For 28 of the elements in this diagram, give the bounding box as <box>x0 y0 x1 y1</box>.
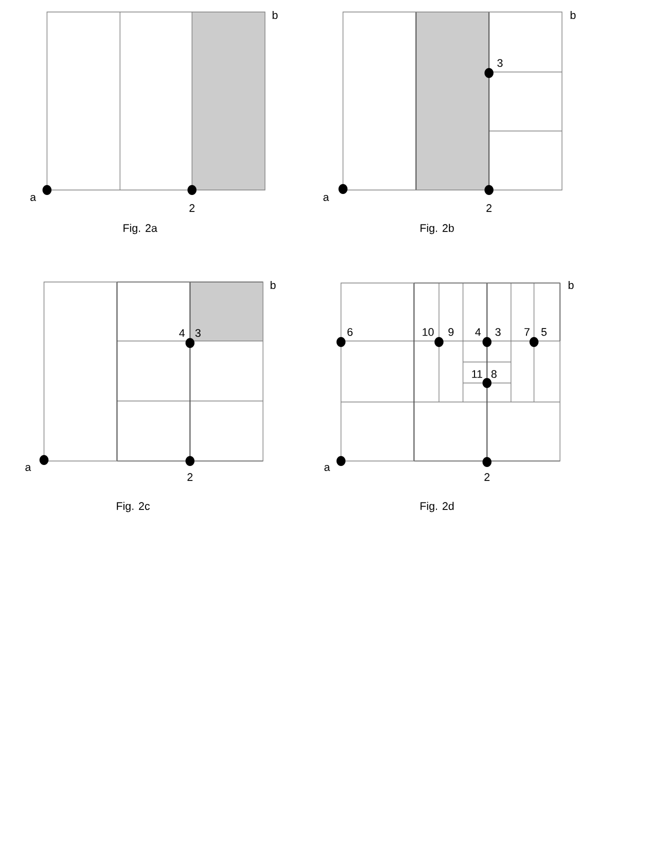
point-label: 2 <box>190 204 194 212</box>
figure-caption: Fig. 2c <box>116 502 150 512</box>
point-label: b <box>570 10 576 20</box>
point-label: 3 <box>195 329 201 337</box>
point-label: a <box>324 465 330 472</box>
point-label: 4 <box>475 328 481 336</box>
point-label: 2 <box>484 473 490 481</box>
point-label: 5 <box>541 328 547 336</box>
point-label: 7 <box>524 328 530 336</box>
point-label: 10 <box>422 328 434 336</box>
point-label: 2 <box>188 473 192 481</box>
point-label: 6 <box>348 328 353 336</box>
point-label: 9 <box>448 328 454 336</box>
point-label: 11 <box>472 370 482 378</box>
point-label: a <box>25 465 32 472</box>
point-label: a <box>323 195 330 202</box>
point-label: 8 <box>491 370 497 378</box>
point-label: b <box>568 280 574 290</box>
point-label: 3 <box>497 59 503 67</box>
point-label: 4 <box>179 329 185 337</box>
figure-caption: Fig. 2a <box>124 224 158 234</box>
point-label: b <box>270 280 276 290</box>
point-label: 2 <box>486 204 492 212</box>
figure-caption: Fig. 2b <box>420 224 454 234</box>
point-label: b <box>272 10 278 20</box>
point-label: 3 <box>495 328 501 336</box>
figure-caption: Fig. 2d <box>420 502 454 512</box>
point-label: a <box>30 195 36 202</box>
